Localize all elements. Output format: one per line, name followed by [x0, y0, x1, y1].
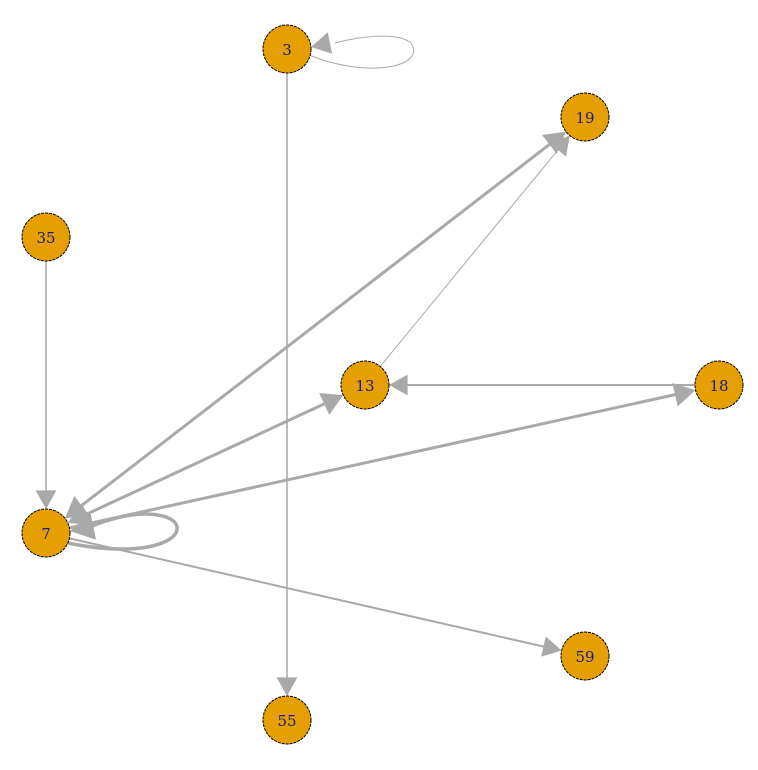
node-label: 55 — [277, 712, 296, 730]
node-3[interactable]: 3 — [262, 24, 312, 74]
node-18[interactable]: 18 — [694, 360, 744, 410]
edge-7-59 — [69, 537, 562, 657]
node-circle[interactable] — [21, 212, 71, 262]
edge-13-19 — [379, 135, 570, 367]
node-circle[interactable] — [262, 24, 312, 74]
arrowhead — [672, 382, 696, 407]
arrowhead — [35, 490, 57, 509]
node-35[interactable]: 35 — [21, 212, 71, 262]
node-55[interactable]: 55 — [262, 695, 312, 745]
node-label: 7 — [41, 525, 51, 543]
node-circle[interactable] — [560, 92, 610, 142]
node-label: 3 — [282, 41, 292, 59]
arrowhead — [311, 32, 333, 54]
node-label: 18 — [709, 377, 728, 395]
edge-7-13 — [67, 393, 344, 525]
edge-line — [379, 146, 561, 367]
edges-layer — [35, 32, 696, 696]
self-loop — [67, 512, 179, 551]
edge-3-3 — [308, 32, 414, 69]
edge-7-18 — [69, 382, 696, 530]
edge-line — [82, 400, 329, 518]
edge-line — [69, 537, 548, 649]
arrowhead — [541, 636, 562, 657]
node-circle[interactable] — [262, 695, 312, 745]
arrowhead — [319, 393, 344, 415]
node-circle[interactable] — [694, 360, 744, 410]
edge-line — [69, 392, 680, 530]
node-label: 59 — [575, 648, 594, 666]
node-label: 19 — [575, 109, 594, 127]
node-13[interactable]: 13 — [340, 360, 390, 410]
edge-line — [77, 140, 554, 510]
arrowhead — [389, 374, 408, 396]
edge-7-19 — [64, 131, 567, 519]
edge-18-13 — [389, 374, 695, 396]
self-loop — [308, 35, 414, 69]
node-19[interactable]: 19 — [560, 92, 610, 142]
arrowhead — [549, 135, 570, 157]
node-label: 13 — [355, 377, 374, 395]
node-circle[interactable] — [560, 631, 610, 681]
arrowhead — [276, 677, 298, 696]
edge-7-7 — [67, 512, 179, 551]
node-59[interactable]: 59 — [560, 631, 610, 681]
node-circle[interactable] — [21, 508, 71, 558]
arrowhead — [70, 512, 97, 540]
edge-3-55 — [276, 73, 298, 696]
node-label: 35 — [36, 229, 55, 247]
nodes-layer: 3 19 35 13 18 7 59 55 — [21, 24, 744, 745]
node-circle[interactable] — [340, 360, 390, 410]
node-7[interactable]: 7 — [21, 508, 71, 558]
edge-35-7 — [35, 261, 57, 509]
